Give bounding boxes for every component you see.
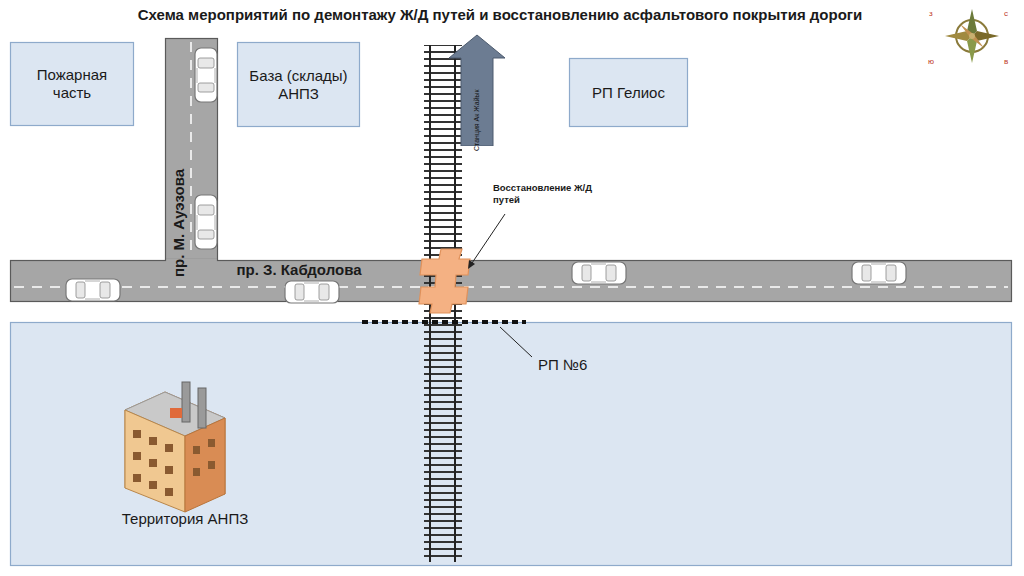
leader-arrowhead [468,260,475,269]
building-box-fill [238,43,360,127]
diagram-title: Схема мероприятий по демонтажу Ж/Д путей… [20,6,980,23]
node-text: База (склады) АНПЗ [245,67,353,103]
territory-region-fill [11,323,1012,566]
road-centerline [190,42,192,258]
car [195,48,217,102]
building-box: Пожарная часть [10,42,134,126]
node-text: Станция Ак Жайык [473,89,481,151]
rp-boundary [362,320,526,324]
road-centerline [14,286,1008,288]
building-box: РП Гелиос [569,58,688,127]
node-text: РП Гелиос [575,84,683,102]
callout-label: РП №6 [538,355,587,375]
road-band-fill [11,261,1012,302]
repair-mark [419,249,470,313]
node-text: Территория АНПЗ [122,510,248,528]
leader-line [470,214,505,266]
road-band: пр. М. Ауэзова [165,38,218,260]
territory-region: Территория АНПЗ [10,322,1012,566]
road-band: пр. З. Кабдолова [10,260,1012,302]
factory-icon [125,382,225,512]
compass-rose [945,9,999,63]
node-text: Пожарная часть [18,66,126,102]
car [66,279,120,301]
building-box-fill [11,43,134,126]
node-text: пр. М. Ауэзова [170,169,188,277]
node-text: пр. З. Кабдолова [236,261,361,279]
callout-note: Восстановление Ж/Д путей [493,182,593,207]
direction-arrow: Станция Ак Жайык [448,34,506,146]
leader-line [500,327,532,357]
car [852,262,906,284]
compass-letter: с [1004,9,1008,19]
car [195,195,217,249]
compass-letter: в [1004,57,1008,67]
compass-letter: ю [928,57,934,67]
car [572,262,626,284]
building-box: База (склады) АНПЗ [237,42,360,127]
car [285,281,339,303]
compass-letter: з [929,9,933,19]
building-box-fill [570,59,688,127]
